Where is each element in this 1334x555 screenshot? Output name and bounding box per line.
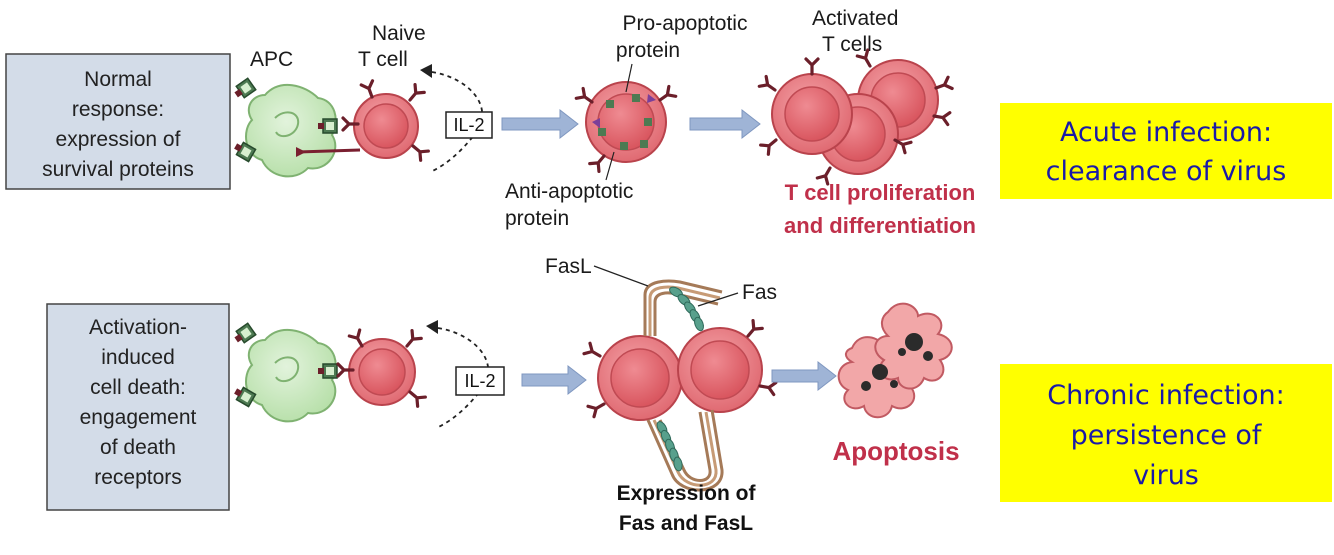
bottom-row: Activation- induced cell death: engageme… [46,255,1332,535]
activated-t-cells [757,48,954,186]
arrow-bottom-2 [771,360,837,392]
il2-box-top [445,111,493,139]
aicd-line: Activation- [89,316,187,339]
normal-response-line: response: [72,98,164,121]
il2-loop-arrowhead-bottom [426,320,438,334]
aicd-line: of death [100,436,176,459]
pro-apoptotic-pointer [625,63,633,93]
apc-cell-bottom [231,322,338,423]
apoptosis-label: Apoptosis [832,436,959,466]
chronic-infection-line: Chronic infection: [1047,380,1284,411]
apc-cell [231,77,338,178]
survival-protein-cell [574,81,678,173]
chronic-infection-line: virus [1133,460,1199,491]
normal-response-box [5,53,231,190]
result-label: T cell proliferation [785,180,976,205]
il2-label-bottom: IL-2 [464,371,495,391]
expression-label: Expression of [617,482,757,505]
expression-label: Fas and FasL [619,512,753,535]
activated-t-cells-label: Activated [812,7,898,30]
acute-infection-line: clearance of virus [1046,156,1287,187]
fasl-label: FasL [545,255,592,278]
il2-label-top: IL-2 [453,115,484,135]
arrow-bottom-1 [521,364,587,396]
activated-t-cells-label: T cells [822,33,882,56]
normal-response-line: Normal [84,68,152,91]
apoptotic-cells [837,302,953,419]
result-label: and differentiation [784,213,976,238]
pro-apoptotic-label: Pro-apoptotic [623,12,748,35]
chronic-infection-line: persistence of [1071,420,1263,451]
il2-box-bottom [455,366,505,396]
acute-infection-box [1000,103,1332,199]
anti-apoptotic-label: protein [505,207,569,230]
naive-t-cell [296,79,430,162]
normal-response-line: survival proteins [42,158,194,181]
aicd-box [46,303,230,511]
chronic-infection-box [1000,364,1332,502]
t-cell-bottom [336,328,427,408]
acute-infection-line: Acute infection: [1060,117,1272,148]
arrow-top-1 [501,108,579,140]
apc-label: APC [250,48,293,71]
top-row: Normal response: expression of survival … [5,7,1332,238]
normal-response-line: expression of [56,128,181,151]
aicd-line: induced [101,346,175,369]
fas-pointer [697,292,739,307]
aicd-line: engagement [80,406,197,429]
naive-t-cell-label: T cell [358,48,408,71]
fas-label: Fas [742,281,777,304]
aicd-line: cell death: [90,376,186,399]
pro-apoptotic-label: protein [616,39,680,62]
anti-apoptotic-label: Anti-apoptotic [505,180,633,203]
fasl-pointer [593,265,649,287]
fas-fasl-cells [582,279,778,492]
arrow-top-2 [689,108,761,140]
il2-loop-arrowhead [420,64,432,78]
aicd-line: receptors [94,466,182,489]
naive-t-cell-label: Naive [372,22,426,45]
anti-apoptotic-pointer [605,151,615,181]
